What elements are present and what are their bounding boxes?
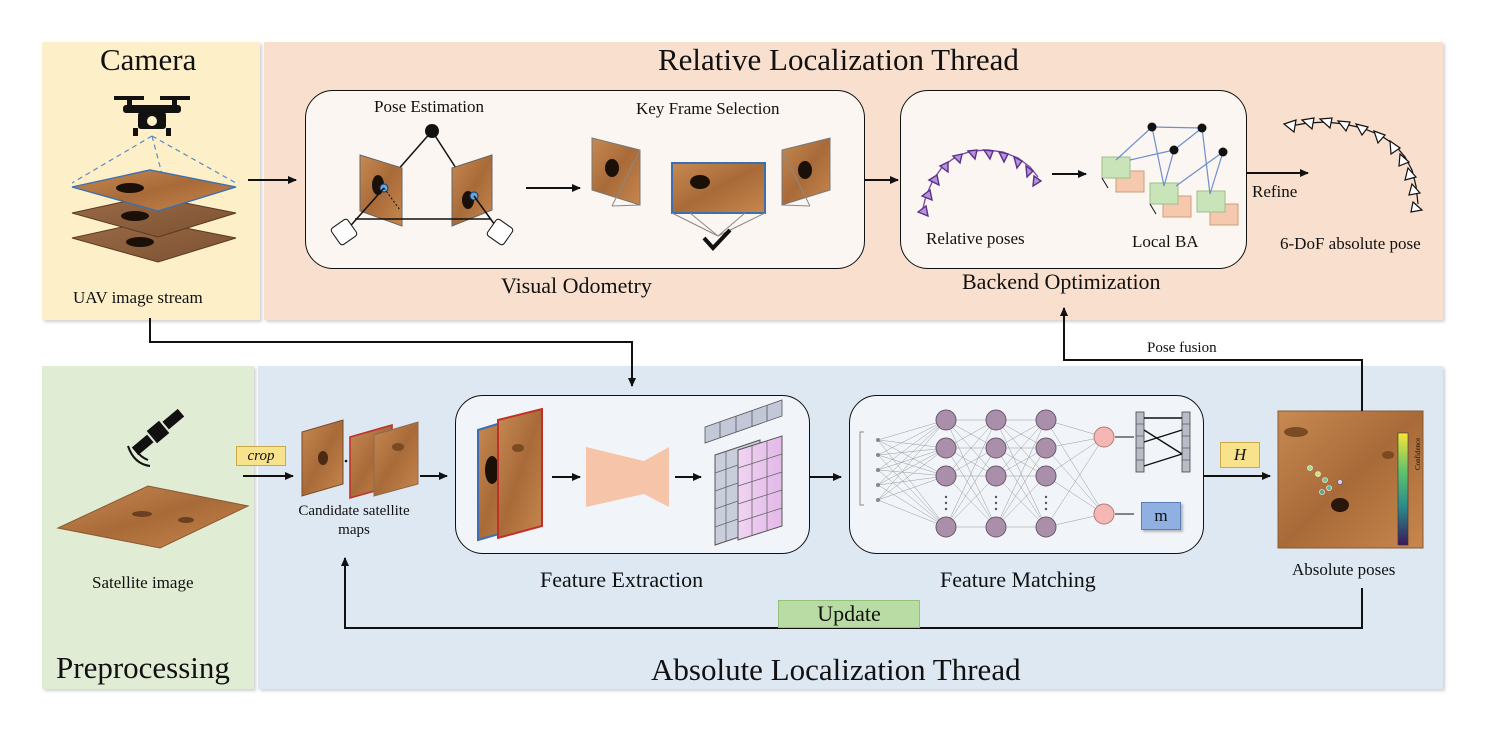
relative-poses-label: Relative poses <box>926 229 1025 248</box>
homography-tag: H <box>1220 442 1260 468</box>
drone-icon <box>114 96 190 136</box>
absolute-poses-map <box>1277 410 1424 549</box>
absolute-pose-output-label: 6-DoF absolute pose <box>1280 234 1421 253</box>
feature-extraction-graphic <box>477 399 783 546</box>
preprocessing-title: Preprocessing <box>56 650 230 685</box>
visual-odometry-title: Visual Odometry <box>501 273 652 298</box>
pose-estimation-graphic <box>330 124 514 246</box>
key-frame-selection-label: Key Frame Selection <box>636 99 780 118</box>
uav-image-stack <box>71 169 237 263</box>
uav-stream-label: UAV image stream <box>73 288 203 307</box>
pose-fusion-label: Pose fusion <box>1147 340 1217 356</box>
absolute-pose-trajectory <box>1282 117 1424 213</box>
key-frame-graphic <box>591 137 831 251</box>
candidate-maps-graphic <box>301 419 419 500</box>
feature-matching-graphic <box>859 409 1191 538</box>
refine-label: Refine <box>1252 182 1298 201</box>
absolute-poses-label: Absolute poses <box>1292 560 1396 579</box>
satellite-image-label: Satellite image <box>92 573 194 592</box>
relative-poses-graphic <box>916 149 1043 218</box>
local-ba-label: Local BA <box>1132 232 1199 251</box>
satellite-image <box>56 485 250 549</box>
absolute-thread-title: Absolute Localization Thread <box>651 652 1021 687</box>
relative-thread-title: Relative Localization Thread <box>658 42 1019 77</box>
local-ba-graphic <box>1101 122 1239 226</box>
camera-title: Camera <box>100 42 197 77</box>
feature-matching-title: Feature Matching <box>940 567 1096 592</box>
match-box: m <box>1141 502 1181 530</box>
satellite-icon <box>127 408 185 467</box>
check-icon <box>702 228 732 251</box>
pose-estimation-label: Pose Estimation <box>374 97 485 116</box>
confidence-label: Confidence <box>1414 437 1422 470</box>
backend-optimization-title: Backend Optimization <box>962 269 1161 294</box>
feature-extraction-title: Feature Extraction <box>540 567 704 592</box>
feature-matching-box <box>849 395 1204 554</box>
backend-optimization-box <box>900 90 1247 269</box>
update-tag: Update <box>778 600 920 628</box>
candidate-maps-label: Candidate satellite maps <box>298 503 410 538</box>
crop-tag: crop <box>236 446 286 466</box>
